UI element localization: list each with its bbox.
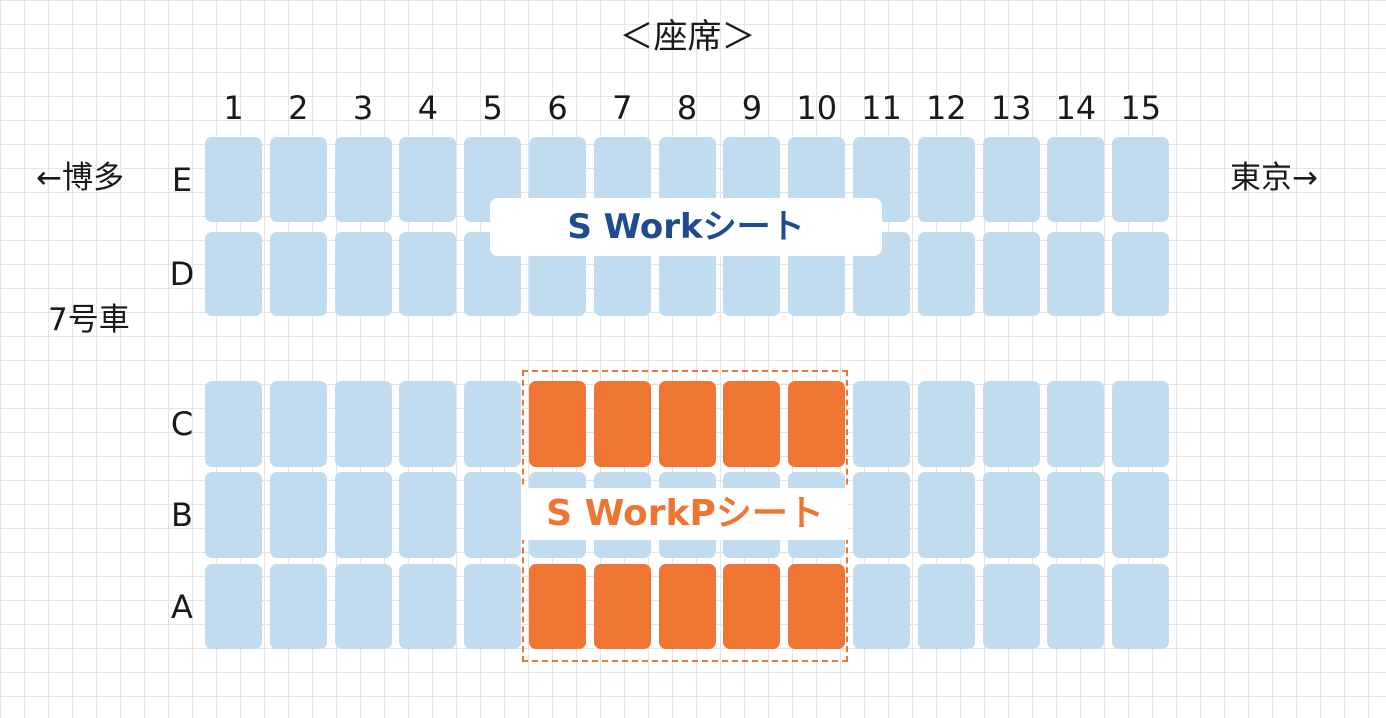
seat-14D[interactable] bbox=[1047, 232, 1105, 316]
seat-1B[interactable] bbox=[205, 472, 262, 558]
seat-1A[interactable] bbox=[205, 564, 262, 649]
seat-14C[interactable] bbox=[1047, 381, 1105, 467]
s-work-p-seat-9C[interactable] bbox=[723, 381, 781, 467]
seat-1D[interactable] bbox=[205, 232, 262, 316]
diagram-title-text: ＜座席＞ bbox=[619, 17, 756, 57]
seat-14B[interactable] bbox=[1047, 472, 1105, 558]
seat-2D[interactable] bbox=[269, 232, 327, 316]
seat-3B[interactable] bbox=[334, 472, 392, 558]
seat-4A[interactable] bbox=[399, 564, 457, 649]
seat-4B[interactable] bbox=[399, 472, 457, 558]
direction-hakata: ←博多 bbox=[36, 160, 124, 196]
row-letter: D bbox=[169, 255, 195, 293]
column-number: 5 bbox=[482, 89, 503, 127]
seat-3E[interactable] bbox=[334, 137, 392, 222]
column-number: 9 bbox=[741, 89, 763, 127]
direction-tokyo: 東京→ bbox=[1230, 160, 1318, 196]
s-work-p-seat-label: S WorkPシート bbox=[522, 488, 848, 540]
s-work-p-seat-9A[interactable] bbox=[723, 564, 781, 649]
s-work-p-seat-10A[interactable] bbox=[788, 564, 846, 649]
seat-12C[interactable] bbox=[917, 381, 975, 467]
seat-2C[interactable] bbox=[269, 381, 327, 467]
diagram-title: ＜座席＞ bbox=[0, 14, 1386, 60]
seat-12D[interactable] bbox=[917, 232, 975, 316]
column-number: 8 bbox=[676, 89, 698, 127]
seat-13E[interactable] bbox=[982, 137, 1040, 222]
s-work-p-seat-8A[interactable] bbox=[658, 564, 716, 649]
column-number: 4 bbox=[417, 89, 439, 127]
column-number: 15 bbox=[1120, 89, 1162, 127]
seat-2B[interactable] bbox=[269, 472, 327, 558]
s-work-seat-label: S Workシート bbox=[490, 198, 882, 256]
seat-15D[interactable] bbox=[1112, 232, 1170, 316]
seat-4D[interactable] bbox=[399, 232, 457, 316]
seat-5B[interactable] bbox=[464, 472, 522, 558]
seat-2E[interactable] bbox=[269, 137, 327, 222]
s-work-p-seat-10C[interactable] bbox=[788, 381, 846, 467]
s-work-p-seat-7C[interactable] bbox=[593, 381, 651, 467]
seat-11A[interactable] bbox=[853, 564, 910, 649]
s-work-p-seat-7A[interactable] bbox=[593, 564, 651, 649]
seat-1C[interactable] bbox=[205, 381, 262, 467]
seat-3D[interactable] bbox=[334, 232, 392, 316]
seat-12B[interactable] bbox=[917, 472, 975, 558]
column-number: 1 bbox=[223, 89, 244, 127]
column-number: 6 bbox=[547, 89, 568, 127]
column-number: 7 bbox=[612, 89, 633, 127]
seat-13D[interactable] bbox=[982, 232, 1040, 316]
row-letter: E bbox=[171, 160, 193, 199]
column-number: 10 bbox=[796, 89, 838, 127]
row-letter: C bbox=[170, 405, 194, 443]
seat-13A[interactable] bbox=[982, 564, 1040, 649]
seat-3A[interactable] bbox=[334, 564, 392, 649]
seat-14E[interactable] bbox=[1047, 137, 1105, 222]
seat-5C[interactable] bbox=[464, 381, 522, 467]
seat-4C[interactable] bbox=[399, 381, 457, 467]
seat-15A[interactable] bbox=[1112, 564, 1170, 649]
row-letter: A bbox=[171, 587, 193, 626]
row-letter: B bbox=[171, 496, 193, 534]
seat-15C[interactable] bbox=[1112, 381, 1170, 467]
seat-12A[interactable] bbox=[917, 564, 975, 649]
seat-15B[interactable] bbox=[1112, 472, 1170, 558]
car-number: 7号車 bbox=[48, 302, 130, 338]
seat-13C[interactable] bbox=[982, 381, 1040, 467]
seat-12E[interactable] bbox=[917, 137, 975, 222]
s-work-p-seat-6A[interactable] bbox=[529, 564, 586, 649]
column-number: 12 bbox=[925, 89, 967, 127]
column-number: 13 bbox=[990, 89, 1032, 127]
seat-13B[interactable] bbox=[982, 472, 1040, 558]
seat-11C[interactable] bbox=[853, 381, 910, 467]
seat-5A[interactable] bbox=[464, 564, 522, 649]
seat-15E[interactable] bbox=[1112, 137, 1170, 222]
seat-3C[interactable] bbox=[334, 381, 392, 467]
seat-14A[interactable] bbox=[1047, 564, 1105, 649]
seat-11B[interactable] bbox=[853, 472, 910, 558]
seat-2A[interactable] bbox=[269, 564, 327, 649]
column-number: 2 bbox=[288, 89, 309, 127]
seat-1E[interactable] bbox=[205, 137, 262, 222]
column-number: 3 bbox=[352, 89, 374, 127]
s-work-p-seat-8C[interactable] bbox=[658, 381, 716, 467]
column-number: 14 bbox=[1055, 89, 1097, 127]
seat-4E[interactable] bbox=[399, 137, 457, 222]
s-work-p-seat-6C[interactable] bbox=[529, 381, 586, 467]
column-number: 11 bbox=[861, 89, 902, 127]
